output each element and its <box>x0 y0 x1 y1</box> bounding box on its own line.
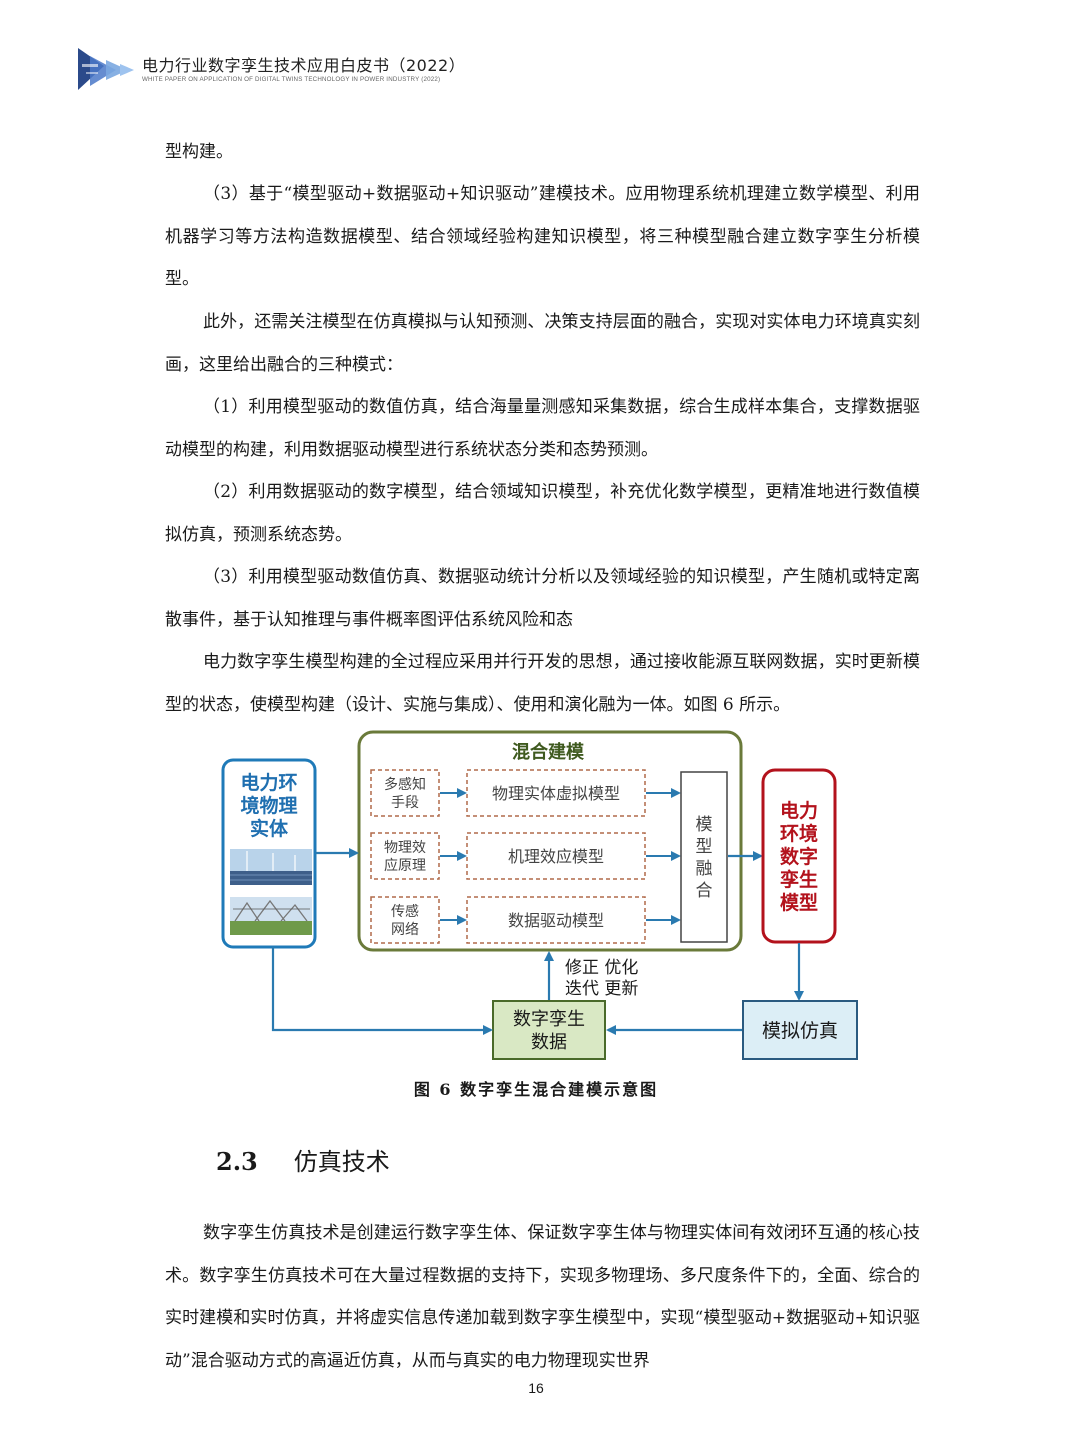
whitepaper-logo-icon <box>78 48 134 90</box>
paragraph: 此外，还需关注模型在仿真模拟与认知预测、决策支持层面的融合，实现对实体电力环境真… <box>165 312 920 375</box>
svg-text:传感: 传感 <box>391 903 419 920</box>
svg-text:物理实体虚拟模型: 物理实体虚拟模型 <box>492 784 620 803</box>
svg-text:模: 模 <box>696 815 713 835</box>
entity-label-line2: 境物理 <box>240 794 297 817</box>
svg-text:模拟仿真: 模拟仿真 <box>762 1020 838 1042</box>
header-subtitle: WHITE PAPER ON APPLICATION OF DIGITAL TW… <box>142 76 441 83</box>
hybrid-modeling-title: 混合建模 <box>512 741 585 763</box>
svg-text:融: 融 <box>696 859 713 879</box>
digital-twin-model-box: 电力 环境 数字 孪生 模型 <box>761 768 837 944</box>
hybrid-modeling-box: 混合建模 多感知 手段 物理效 应原理 传感 网络 物理实体虚拟模型 机理效应模… <box>357 730 743 952</box>
entity-label-line1: 电力环 <box>240 771 297 794</box>
paragraph: 电力数字孪生模型构建的全过程应采用并行开发的思想，通过接收能源互联网数据，实时更… <box>165 652 920 715</box>
input-box-multisensing <box>370 769 440 817</box>
entity-label-line3: 实体 <box>250 817 289 840</box>
input-box-sensor-network <box>370 896 440 944</box>
page-header: 电力行业数字孪生技术应用白皮书（2022） WHITE PAPER ON APP… <box>76 44 496 94</box>
svg-text:数字孪生: 数字孪生 <box>513 1009 585 1030</box>
paragraph: （2）利用数据驱动的数字模型，结合领域知识模型，补充优化数学模型，更精准地进行数… <box>165 482 920 545</box>
input-box-physical-principle <box>370 832 440 880</box>
physical-entity-box: 电力环 境物理 实体 <box>221 758 317 949</box>
section-number: 2.3 <box>216 1147 258 1176</box>
section-title: 仿真技术 <box>293 1148 390 1176</box>
svg-text:孪生: 孪生 <box>780 868 818 891</box>
paragraph: 数字孪生仿真技术是创建运行数字孪生体、保证数字孪生体与物理实体间有效闭环互通的核… <box>165 1223 920 1371</box>
feedback-label-line1: 修正 优化 <box>565 958 638 978</box>
paragraph: （3）基于“模型驱动+数据驱动+知识驱动”建模技术。应用物理系统机理建立数学模型… <box>165 184 920 289</box>
svg-text:数据驱动模型: 数据驱动模型 <box>508 911 604 930</box>
svg-text:物理效: 物理效 <box>384 840 426 856</box>
svg-text:型: 型 <box>696 837 713 857</box>
paragraph: （3）利用模型驱动数值仿真、数据驱动统计分析以及领域经验的知识模型，产生随机或特… <box>165 567 920 630</box>
svg-text:电力: 电力 <box>780 799 818 822</box>
svg-text:机理效应模型: 机理效应模型 <box>508 847 604 866</box>
svg-text:合: 合 <box>696 881 713 901</box>
svg-text:手段: 手段 <box>391 795 419 811</box>
svg-text:环境: 环境 <box>780 822 818 845</box>
section-heading: 2.3 仿真技术 <box>216 1142 390 1177</box>
hybrid-modeling-diagram: 电力环 境物理 实体 混合建模 多感知 手段 物理效 应原理 <box>221 730 858 1060</box>
simulation-box: 模拟仿真 <box>742 1000 858 1060</box>
paragraph: 型构建。 <box>165 142 233 162</box>
feedback-label-line2: 迭代 更新 <box>565 979 638 999</box>
svg-text:多感知: 多感知 <box>384 776 426 793</box>
svg-text:模型: 模型 <box>780 891 818 914</box>
digital-twin-data-box: 数字孪生 数据 <box>492 1000 606 1060</box>
svg-text:数据: 数据 <box>531 1032 567 1053</box>
page-number: 16 <box>528 1380 544 1396</box>
paragraph: （1）利用模型驱动的数值仿真，结合海量量测感知采集数据，综合生成样本集合，支撑数… <box>165 397 920 460</box>
model-fusion-box <box>680 771 728 943</box>
wind-farm-photo <box>230 849 312 885</box>
figure-caption: 图 6 数字孪生混合建模示意图 <box>413 1080 659 1099</box>
header-title: 电力行业数字孪生技术应用白皮书（2022） <box>142 56 466 75</box>
svg-text:数字: 数字 <box>780 845 818 868</box>
svg-text:应原理: 应原理 <box>384 857 426 874</box>
substation-photo <box>230 897 312 935</box>
svg-text:网络: 网络 <box>391 922 419 938</box>
